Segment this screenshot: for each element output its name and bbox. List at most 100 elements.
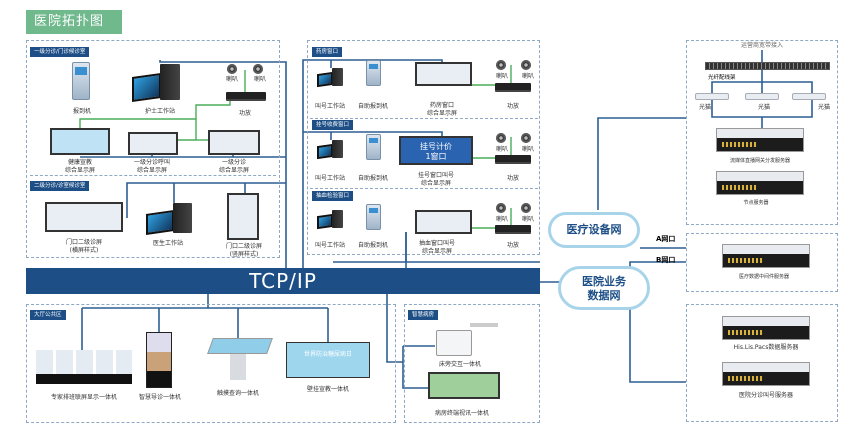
speaker-icon bbox=[253, 64, 263, 74]
screen-text: 挂号计价 bbox=[420, 142, 452, 151]
speaker-icon bbox=[521, 60, 531, 70]
terminal-arm bbox=[470, 323, 498, 327]
fiber-patch-panel[interactable] bbox=[705, 62, 830, 70]
amplifier[interactable] bbox=[495, 225, 531, 234]
speaker-icon bbox=[227, 64, 237, 74]
self-checkin-kiosk[interactable] bbox=[366, 204, 381, 230]
device-label: 一级分诊呼叫 bbox=[133, 159, 171, 166]
tcp-ip-backbone: TCP/IP bbox=[26, 268, 540, 294]
optical-modem[interactable] bbox=[695, 93, 729, 100]
middleware-server[interactable] bbox=[722, 244, 810, 268]
his-lis-pacs-server[interactable] bbox=[722, 316, 810, 340]
device-label: 光纤配线架 bbox=[708, 75, 736, 81]
device-label: 自助报到机 bbox=[357, 103, 389, 110]
device-label: His.Lis.Pacs数据服务器 bbox=[733, 344, 799, 351]
section-header: 药房窗口 bbox=[312, 47, 343, 57]
device-label: 光猫 bbox=[817, 104, 831, 111]
device-label: 喇叭 bbox=[521, 216, 535, 223]
wall-education-screen[interactable]: 世界防治糖尿病日 bbox=[286, 342, 370, 378]
business-data-network-cloud: 医院业务数据网 bbox=[558, 266, 650, 310]
screen-text: 1窗口 bbox=[425, 152, 447, 161]
speaker-icon bbox=[496, 133, 506, 143]
device-label: 节点服务器 bbox=[743, 200, 769, 206]
data-server-panel bbox=[686, 304, 838, 422]
amplifier[interactable] bbox=[495, 155, 531, 164]
divider bbox=[310, 118, 538, 119]
device-label: 医疗数据中间件服务器 bbox=[738, 274, 790, 280]
queue-call-server[interactable] bbox=[722, 362, 810, 386]
medical-device-network-cloud: 医疗设备网 bbox=[548, 212, 640, 248]
section-header: 智慧病房 bbox=[408, 310, 439, 320]
nurse-workstation[interactable] bbox=[132, 64, 180, 103]
device-label: 健康宣教 bbox=[67, 159, 93, 166]
blood-draw-screen[interactable] bbox=[415, 210, 472, 234]
device-label: 光猫 bbox=[757, 104, 771, 111]
optical-modem[interactable] bbox=[745, 93, 779, 100]
device-label: 一级分诊 bbox=[221, 159, 247, 166]
device-label: 报到机 bbox=[72, 108, 92, 115]
device-label: 叫号工作站 bbox=[314, 242, 346, 249]
checkin-kiosk[interactable] bbox=[72, 62, 90, 100]
device-label: 护士工作站 bbox=[144, 108, 176, 115]
amplifier[interactable] bbox=[226, 92, 266, 101]
device-label: 叫号工作站 bbox=[314, 103, 346, 110]
device-label: 挂号窗口叫号 bbox=[417, 172, 455, 179]
section-header: 一级分诊/门诊候诊室 bbox=[30, 47, 90, 57]
triage-call-screen[interactable] bbox=[128, 132, 178, 155]
touch-query-kiosk[interactable] bbox=[207, 338, 273, 354]
amplifier[interactable] bbox=[495, 83, 531, 92]
device-label: 医生工作站 bbox=[152, 240, 184, 247]
device-label: 综合显示屏 bbox=[420, 180, 452, 187]
cloud-label: 医院业务 bbox=[582, 275, 626, 288]
device-label: 功放 bbox=[238, 110, 252, 117]
windows-panel bbox=[307, 40, 540, 255]
device-label: 喇叭 bbox=[495, 216, 509, 223]
smart-guide-kiosk[interactable] bbox=[146, 332, 172, 388]
call-workstation[interactable] bbox=[317, 140, 343, 160]
call-workstation[interactable] bbox=[317, 68, 343, 88]
ward-panel bbox=[404, 304, 540, 423]
kiosk-stand bbox=[230, 354, 246, 380]
device-label: 喇叭 bbox=[495, 146, 509, 153]
device-label: 喇叭 bbox=[253, 76, 267, 83]
self-checkin-kiosk[interactable] bbox=[366, 134, 381, 160]
speaker-icon bbox=[496, 203, 506, 213]
pharmacy-screen[interactable] bbox=[415, 62, 472, 86]
ward-video-terminal[interactable] bbox=[428, 372, 500, 399]
streaming-gateway-server[interactable] bbox=[716, 128, 804, 152]
door-screen-horizontal[interactable] bbox=[45, 202, 123, 232]
device-label: 床旁交互一体机 bbox=[438, 361, 482, 368]
triage-screen[interactable] bbox=[208, 130, 260, 155]
device-label: 智慧导诊一体机 bbox=[138, 394, 182, 401]
device-label: 综合显示屏 bbox=[136, 167, 168, 174]
cloud-label: 数据网 bbox=[587, 289, 621, 302]
optical-modem[interactable] bbox=[792, 93, 826, 100]
doctor-workstation[interactable] bbox=[146, 203, 192, 235]
expert-schedule-displays[interactable] bbox=[36, 350, 132, 384]
device-label: 综合显示屏 bbox=[421, 248, 453, 255]
isp-label: 运营商宽带接入 bbox=[740, 42, 784, 49]
device-label: 门口二级诊屏 bbox=[65, 239, 103, 246]
port-a-label: A网口 bbox=[656, 235, 676, 243]
section-header: 大厅公共区 bbox=[30, 310, 66, 320]
call-workstation[interactable] bbox=[317, 210, 343, 230]
device-label: 光猫 bbox=[698, 104, 712, 111]
section-header: 二级分诊/诊室候诊室 bbox=[30, 181, 90, 191]
device-label: 药房窗口 bbox=[429, 102, 455, 109]
device-label: 综合显示屏 bbox=[426, 110, 458, 117]
device-label: 医院分诊叫号服务器 bbox=[738, 392, 794, 399]
device-label: 病房终端视讯一体机 bbox=[434, 410, 490, 417]
device-label: 自助报到机 bbox=[357, 242, 389, 249]
isp-panel bbox=[686, 40, 838, 225]
bedside-terminal[interactable] bbox=[436, 330, 472, 356]
door-screen-vertical[interactable] bbox=[227, 193, 259, 240]
device-label: 触摸查询一体机 bbox=[216, 390, 260, 397]
self-checkin-kiosk[interactable] bbox=[366, 60, 381, 86]
device-label: 综合显示屏 bbox=[64, 167, 96, 174]
node-server[interactable] bbox=[716, 171, 804, 195]
device-label: 叫号工作站 bbox=[314, 175, 346, 182]
health-education-screen[interactable] bbox=[50, 128, 110, 155]
outpatient-panel bbox=[26, 40, 280, 258]
